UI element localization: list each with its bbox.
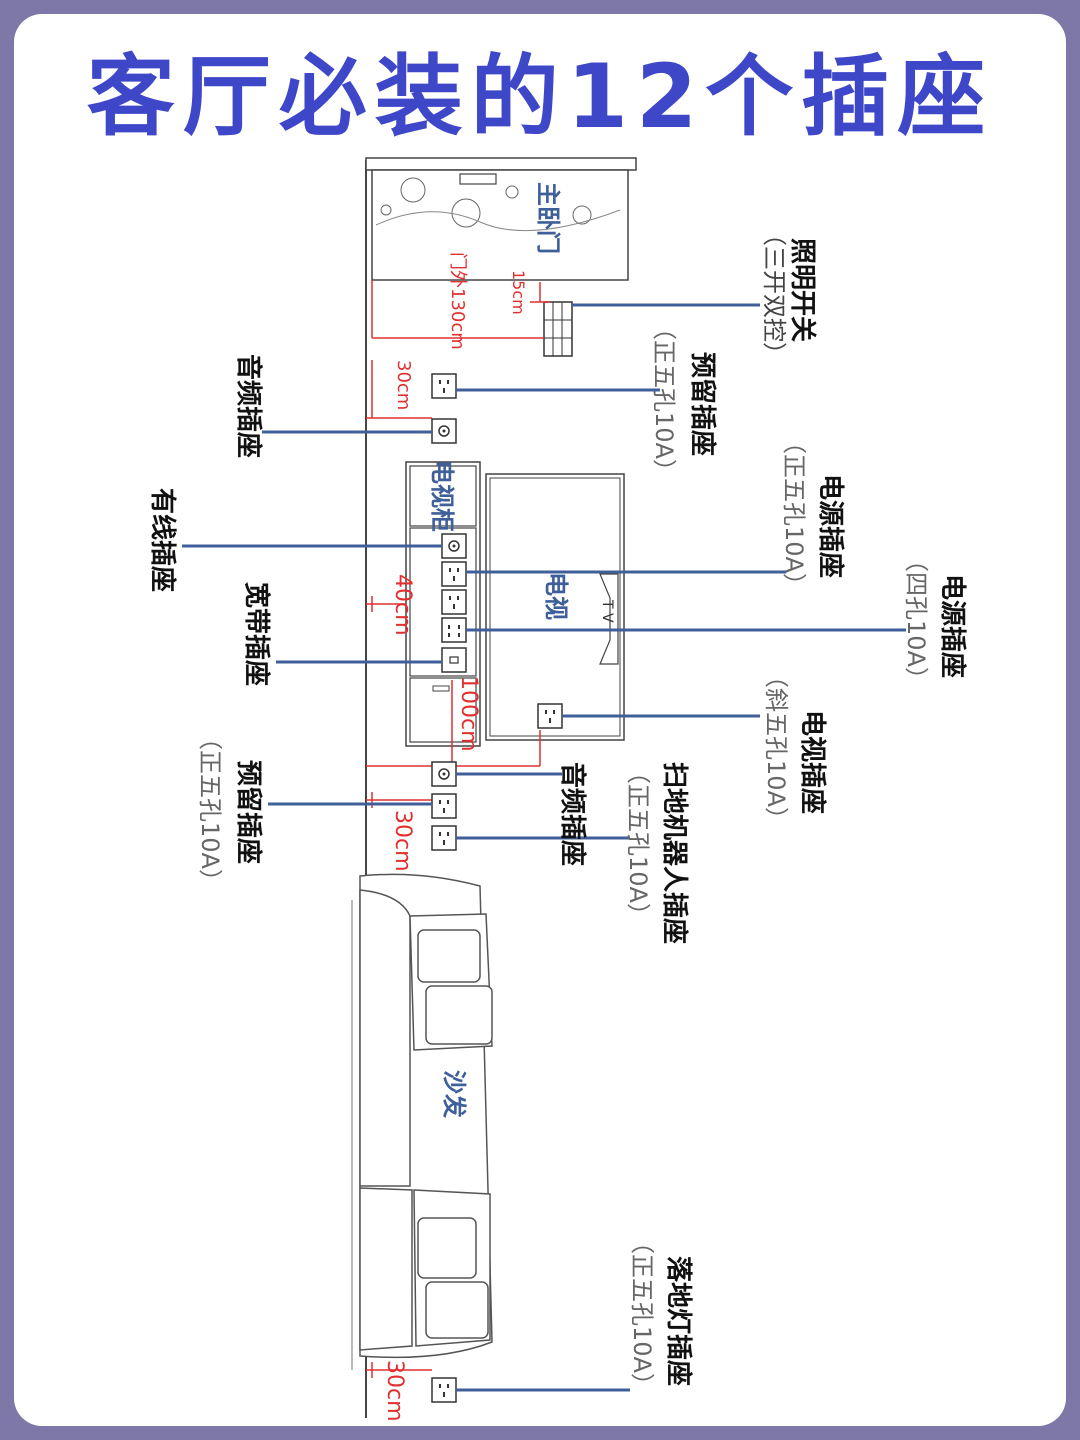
dimension-100cm: 100cm	[456, 676, 481, 752]
reserved-socket-top	[431, 373, 457, 399]
reserved-socket-lower	[431, 793, 457, 819]
light-switch	[543, 301, 573, 357]
tv-socket-spec: （斜五孔10A）	[762, 664, 790, 831]
door-outside-dimension: 门外130cm	[447, 252, 468, 350]
watermark-badge	[1014, 1382, 1058, 1426]
switch-offset-dimension: 15cm	[509, 270, 528, 315]
power-socket-cabinet-2	[441, 589, 467, 615]
robot-socket-spec: （正五孔10A）	[624, 760, 652, 927]
dimension-30cm-mid: 30cm	[390, 810, 415, 872]
audio-socket-top-label: 音频插座	[233, 354, 264, 458]
tv-label: 电视	[542, 572, 570, 620]
power-socket-2-label: 电源插座	[937, 574, 968, 678]
broadband-socket-label: 宽带插座	[241, 582, 272, 686]
light-switch-label: 照明开关	[787, 238, 817, 342]
reserved-socket-lower-label: 预留插座	[233, 760, 264, 864]
reserved-socket-lower-spec: （正五孔10A）	[196, 726, 224, 893]
bottom-dimensions	[366, 1362, 432, 1378]
cable-socket-label: 有线插座	[147, 488, 178, 592]
audio-socket-top	[431, 418, 457, 444]
audio-socket-lower-label: 音频插座	[557, 762, 588, 866]
page-title: 客厅必装的12个插座	[86, 45, 994, 148]
robot-socket-label: 扫地机器人插座	[659, 762, 690, 944]
cable-socket	[441, 533, 467, 559]
reserved-socket-top-spec: （正五孔10A）	[650, 316, 678, 483]
sofa	[351, 873, 493, 1370]
tv-cabinet-label: 电视柜	[428, 460, 456, 532]
dimension-30cm-bottom: 30cm	[382, 1360, 407, 1422]
floor-lamp-socket-label: 落地灯插座	[663, 1256, 694, 1386]
reserved-socket-top-label: 预留插座	[687, 352, 718, 456]
power-socket-cabinet-1	[441, 561, 467, 587]
sofa-label: 沙发	[440, 1070, 468, 1118]
dimension-30cm-top: 30cm	[393, 360, 414, 410]
light-switch-spec: （三开双控）	[760, 222, 788, 366]
tv-socket-label: 电视插座	[797, 710, 828, 814]
power-socket-2-spec: （四孔10A）	[902, 548, 930, 691]
power-socket-1-label: 电源插座	[815, 474, 846, 578]
leader-lines	[182, 303, 906, 1392]
power-socket-1-spec: （正五孔10A）	[780, 430, 808, 597]
tv-socket	[537, 703, 563, 729]
tv-logo: T V	[599, 599, 615, 623]
broadband-socket	[441, 647, 467, 673]
audio-socket-lower	[431, 761, 457, 787]
floor-lamp-socket	[431, 1377, 457, 1403]
television	[485, 473, 625, 741]
door-label: 主卧门	[534, 182, 562, 254]
door-dimensions	[366, 280, 550, 419]
power-socket-four-hole	[441, 617, 467, 643]
robot-socket	[431, 825, 457, 851]
bedroom-door	[365, 157, 637, 281]
dimension-40cm: 40cm	[390, 574, 415, 636]
floor-lamp-socket-spec: （正五孔10A）	[628, 1230, 656, 1397]
